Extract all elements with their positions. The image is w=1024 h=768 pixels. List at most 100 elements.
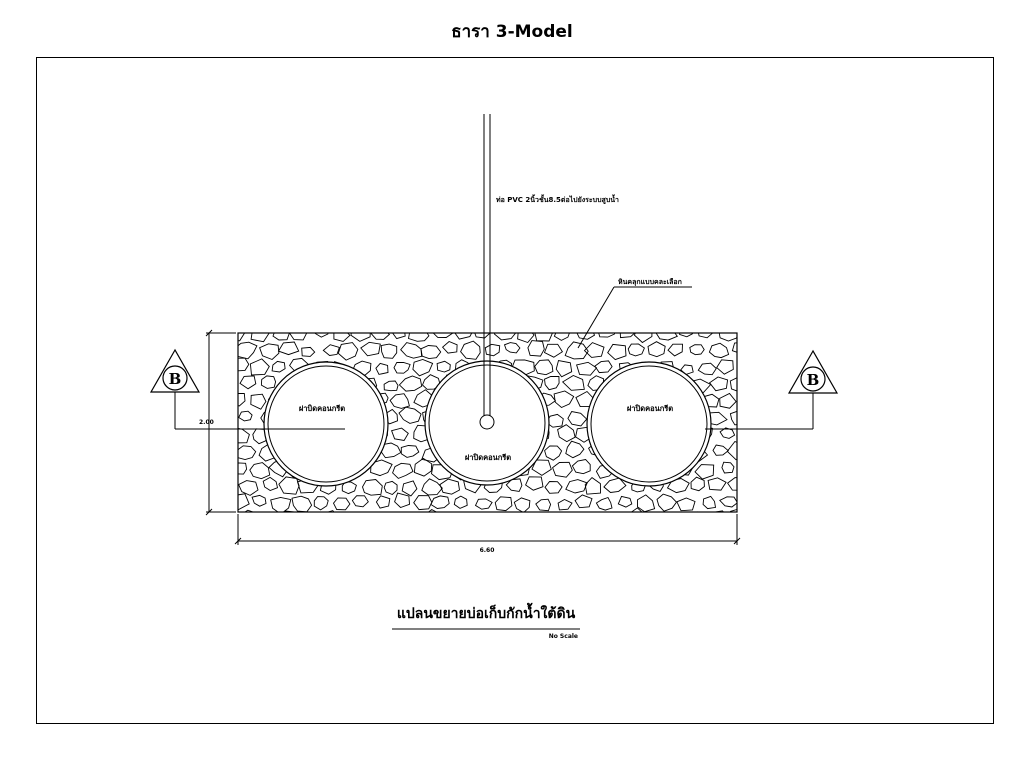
gravel-stone — [729, 377, 737, 392]
gravel-stone — [748, 378, 765, 394]
gravel-stone — [550, 511, 555, 512]
gravel-stone — [667, 515, 683, 529]
gravel-stone — [647, 341, 666, 358]
gravel-stone — [391, 427, 409, 441]
gravel-stone — [513, 497, 531, 512]
gravel-stone — [351, 495, 369, 508]
gravel-stone — [739, 327, 760, 342]
height-dimension-label: 2.00 — [199, 419, 214, 426]
gravel-stone — [375, 362, 389, 375]
gravel-stone — [633, 333, 653, 344]
gravel-stone — [439, 478, 460, 495]
gravel-stone — [648, 514, 664, 526]
gravel-stone — [543, 343, 564, 358]
gravel-stone — [736, 398, 737, 400]
gravel-stone — [566, 515, 581, 527]
section-cut-line — [174, 391, 814, 430]
gravel-stone — [400, 445, 420, 458]
gravel-stone — [363, 515, 376, 527]
gravel-stone — [517, 333, 535, 344]
gravel-stone — [637, 494, 656, 512]
gravel-stone — [680, 364, 694, 376]
drawing-caption: แปลนขยายบ่อเก็บกักน้ำใต้ดิน — [397, 602, 576, 622]
width-dimension — [234, 514, 741, 545]
gravel-stone — [370, 333, 391, 340]
gravel-stone — [350, 333, 371, 342]
gravel-stone — [494, 496, 513, 512]
section-marker-right-label: B — [807, 371, 820, 389]
gravel-stone — [250, 333, 270, 343]
tank-slab — [237, 332, 738, 513]
gravel-stone — [707, 477, 727, 491]
gravel-stone — [238, 410, 253, 422]
pit-label-right: ฝาปิดคอนกรีต — [627, 404, 673, 413]
pit-right — [586, 361, 712, 487]
gravel-stone — [712, 444, 730, 456]
gravel-stone — [731, 342, 737, 353]
gravel-stone — [238, 393, 246, 407]
gravel-stone — [360, 341, 381, 357]
gravel-stone — [689, 344, 705, 356]
gravel-stone — [398, 406, 422, 424]
gravel-stone — [262, 476, 279, 492]
gravel-stone — [283, 510, 295, 512]
gravel-stone — [567, 410, 588, 427]
gravel-stone — [553, 390, 575, 409]
gravel-stone — [561, 374, 585, 391]
gravel-stone — [552, 461, 573, 478]
gravel-stone — [557, 498, 573, 511]
gravel-stone — [718, 333, 737, 342]
gravel-stone — [474, 333, 491, 339]
gravel-stone — [617, 495, 633, 508]
height-dimension — [205, 329, 236, 516]
gravel-stone — [584, 477, 601, 495]
gravel-stone — [238, 445, 257, 460]
gravel-stone — [695, 511, 699, 512]
gravel-stone — [748, 446, 767, 460]
gravel-stone — [270, 496, 292, 512]
gravel-stone — [238, 493, 250, 511]
gravel-stone — [401, 480, 418, 497]
gravel-stone — [251, 494, 267, 507]
gravel-stone — [249, 462, 271, 480]
gravel-stone — [694, 464, 715, 480]
pit-label-center: ฝาปิดคอนกรีต — [465, 453, 511, 462]
gravel-stone — [326, 510, 335, 512]
gravel-stone — [544, 376, 560, 391]
gravel-stone — [484, 343, 501, 357]
section-marker-right: B — [787, 349, 839, 394]
gravel-stone — [555, 359, 573, 378]
gravel-stone — [238, 333, 245, 342]
gravel-stone — [383, 480, 398, 496]
gravel-stone — [697, 362, 717, 376]
gravel-stone — [750, 509, 769, 525]
gravel-leader — [577, 286, 692, 349]
gravel-stone — [238, 341, 258, 360]
gravel-stone — [716, 359, 734, 375]
gravel-stone — [524, 513, 542, 528]
width-dimension-label: 6.60 — [480, 547, 495, 554]
gravel-stone — [301, 346, 316, 357]
gravel-stone — [655, 333, 679, 341]
gravel-stone — [742, 361, 756, 372]
gravel-stone — [588, 514, 603, 527]
gravel-stone — [719, 427, 736, 439]
gravel-stone — [721, 461, 735, 474]
gravel-stone — [271, 360, 286, 373]
gravel-stone — [627, 343, 645, 357]
gravel-stone — [392, 333, 406, 340]
section-marker-left-label: B — [169, 370, 182, 388]
gravel-stone — [594, 360, 613, 374]
section-marker-left: B — [149, 348, 201, 393]
gravel-stone — [244, 509, 255, 512]
gravel-stone — [619, 333, 636, 339]
gravel-stone — [564, 341, 589, 360]
gravel-stone — [238, 357, 250, 372]
gravel-stone — [736, 434, 737, 437]
gravel-stone — [571, 459, 591, 475]
gravel-stone — [393, 361, 411, 374]
gravel-stone — [544, 481, 563, 494]
gravel-stone — [277, 341, 300, 356]
gravel-stone — [298, 513, 321, 529]
